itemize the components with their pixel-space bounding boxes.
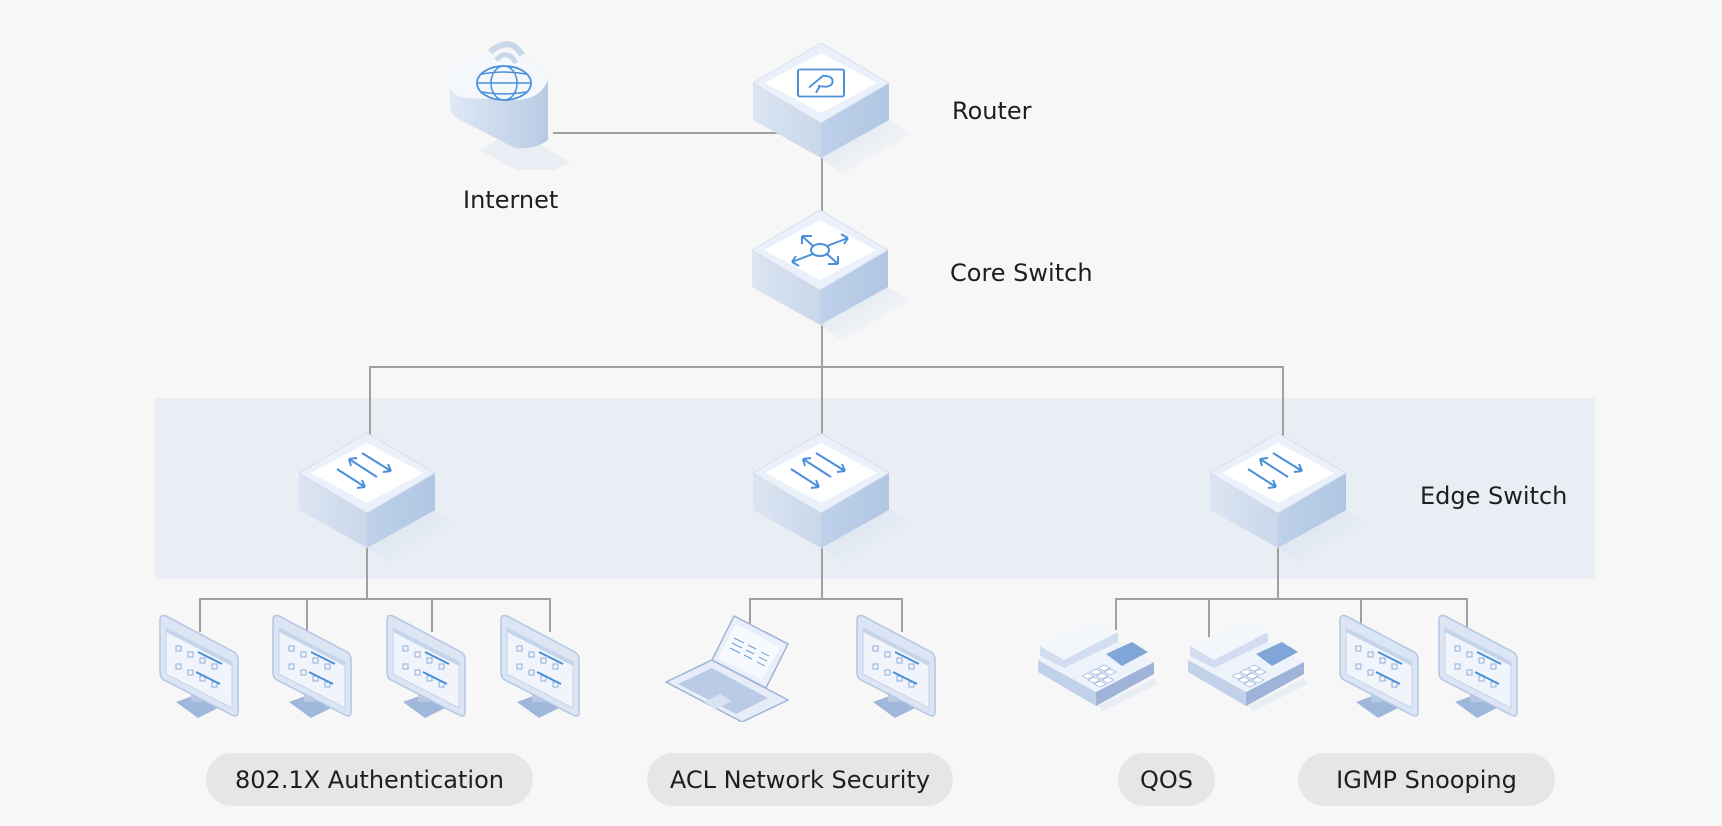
feature-pill-igmp: IGMP Snooping xyxy=(1298,753,1555,806)
core-switch-label: Core Switch xyxy=(950,259,1093,287)
desktop-monitor-icon[interactable] xyxy=(1338,614,1420,720)
ip-phone-icon[interactable] xyxy=(1186,616,1308,712)
desktop-monitor-icon[interactable] xyxy=(855,614,937,720)
desktop-monitor-icon[interactable] xyxy=(158,614,240,720)
desktop-monitor-icon[interactable] xyxy=(385,614,467,720)
feature-pill-qos: QOS xyxy=(1118,753,1215,806)
wire-bus-right xyxy=(1115,598,1468,632)
wire-core-bus xyxy=(369,366,1284,436)
core-switch-icon[interactable] xyxy=(750,208,926,358)
feature-pill-802-1x: 802.1X Authentication xyxy=(206,753,533,806)
feature-label: ACL Network Security xyxy=(669,765,931,794)
wire-bus-center xyxy=(749,598,903,632)
edge-switch-label: Edge Switch xyxy=(1420,482,1568,510)
laptop-icon[interactable] xyxy=(664,614,790,722)
router-label: Router xyxy=(952,97,1032,125)
internet-label: Internet xyxy=(463,186,559,214)
ip-phone-icon[interactable] xyxy=(1036,616,1158,712)
edge-switch-right-icon[interactable] xyxy=(1208,431,1384,581)
feature-label: IGMP Snooping xyxy=(1336,765,1517,794)
wire-bus-left xyxy=(199,598,551,632)
desktop-monitor-icon[interactable] xyxy=(1437,614,1519,720)
feature-pill-acl: ACL Network Security xyxy=(647,753,953,806)
feature-label: 802.1X Authentication xyxy=(235,765,504,794)
desktop-monitor-icon[interactable] xyxy=(271,614,353,720)
router-icon[interactable] xyxy=(751,41,927,191)
desktop-monitor-icon[interactable] xyxy=(499,614,581,720)
edge-switch-center-icon[interactable] xyxy=(751,431,927,581)
edge-switch-left-icon[interactable] xyxy=(297,431,473,581)
feature-label: QOS xyxy=(1139,765,1193,794)
internet-cloud-icon[interactable] xyxy=(440,30,570,170)
